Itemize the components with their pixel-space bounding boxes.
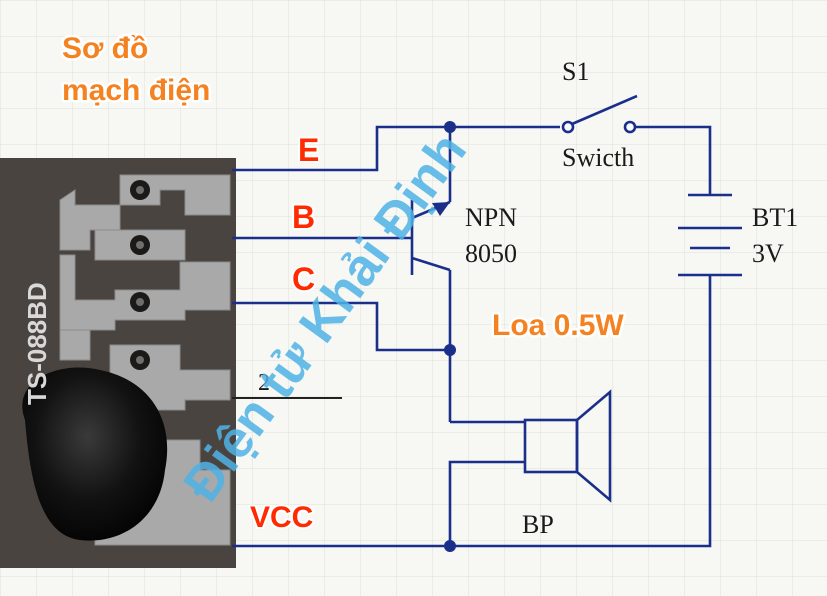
pin-label-c: C [292,261,315,297]
junctions [444,121,456,552]
emitter-arrow [432,202,450,216]
wire-collector [232,301,450,352]
speaker-ref-label: BP [522,510,554,539]
wire-battery-return-vcc [232,275,712,548]
battery-voltage-label: 3V [752,239,784,268]
speaker-bp-symbol [523,389,612,503]
pin-label-e: E [298,132,319,168]
switch-ref-label: S1 [562,57,589,86]
pin-label-2: 2 [258,370,270,396]
junction-ground [444,540,456,552]
pin-label-b: B [292,199,315,235]
pcb-marking: TS-088BD [22,282,52,405]
battery-bt1-symbol [678,193,742,277]
wire-emitter-to-switch [232,125,560,172]
wire-speaker-bottom [448,460,525,546]
wire-switch-to-battery [630,125,712,195]
pcb-pad-rings [136,186,144,364]
title-line-2: mạch điện [62,74,210,107]
junction-collector [444,344,456,356]
switch-s1-symbol [561,94,638,134]
chip-on-board-blob [22,367,168,541]
pin-label-vcc: VCC [250,501,313,534]
transistor-part-label: 8050 [465,239,517,268]
switch-name-label: Swicth [562,143,634,172]
npn-transistor-symbol [410,200,451,275]
battery-ref-label: BT1 [752,203,798,232]
title-line-1: Sơ đồ [62,32,148,65]
junction-emitter [444,121,456,133]
speaker-note-label: Loa 0.5W [492,309,624,342]
transistor-type-label: NPN [465,203,517,232]
pcb-board: TS-088BD [0,158,236,568]
